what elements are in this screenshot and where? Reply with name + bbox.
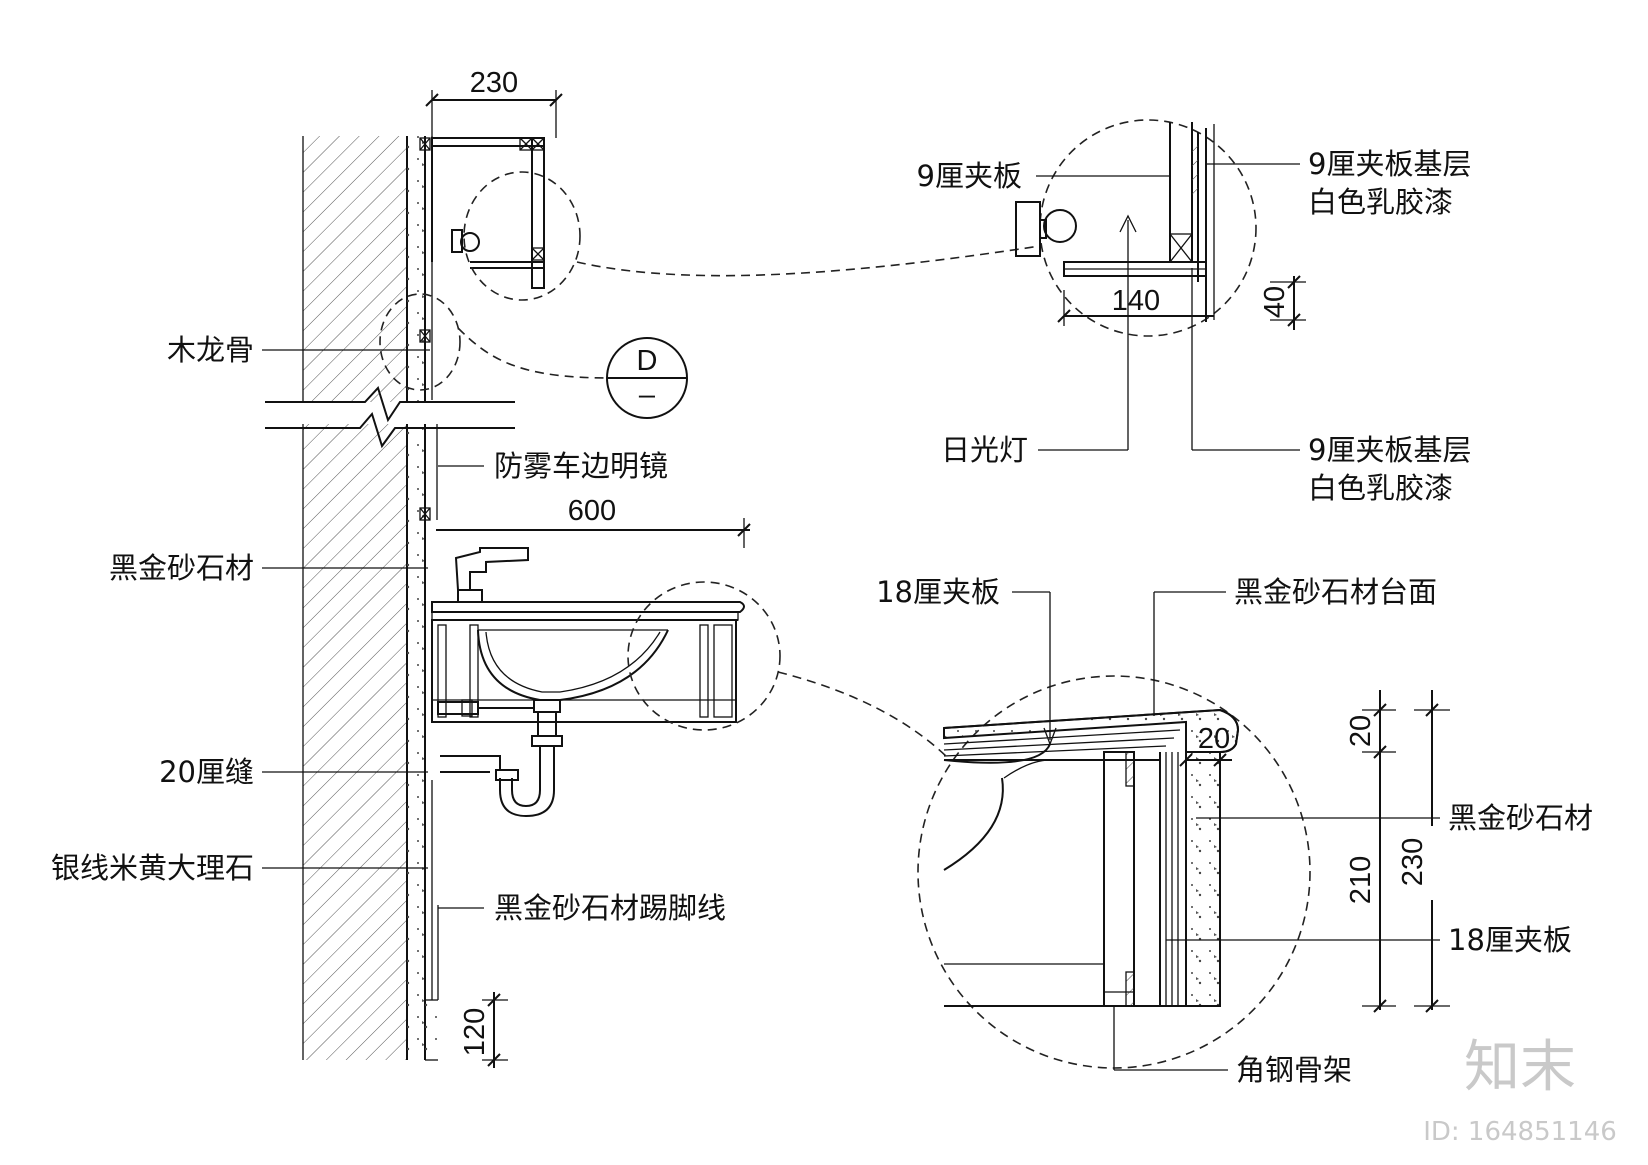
- dim-140-text: 140: [1112, 285, 1160, 317]
- label-base-layer-1b: 白色乳胶漆: [1308, 185, 1453, 219]
- label-stone: 黑金砂石材: [1448, 801, 1593, 835]
- label-black-gold-stone: 黑金砂石材: [109, 551, 254, 585]
- dim-120-text: 120: [459, 1008, 491, 1056]
- dim-40-text: 40: [1259, 286, 1291, 318]
- label-wood-keel: 木龙骨: [167, 333, 254, 367]
- dim-20-edge-text: 20: [1198, 723, 1230, 755]
- detail-callout-top: [463, 171, 581, 301]
- dim-230-vert-text: 230: [1397, 838, 1429, 886]
- label-plywood-18-top: 18厘夹板: [876, 575, 1000, 609]
- vanity: [431, 547, 745, 818]
- wall-section: [265, 136, 515, 1061]
- section-marker-letter: D: [637, 345, 658, 377]
- label-silver-marble: 银线米黄大理石: [51, 851, 254, 885]
- label-base-layer-2b: 白色乳胶漆: [1308, 471, 1453, 505]
- watermark-brand: 知末: [1464, 1035, 1576, 1100]
- detail-callout-counter: [627, 581, 781, 731]
- watermark-id: ID: 164851146: [1423, 1117, 1617, 1147]
- detail-callout-keel: [379, 293, 461, 391]
- dim-210-text: 210: [1345, 856, 1377, 904]
- dim-120: 120: [459, 992, 508, 1068]
- label-fluorescent-lamp: 日光灯: [941, 433, 1028, 467]
- label-base-layer-1a: 9厘夹板基层: [1308, 147, 1471, 181]
- lamp-detail: 9厘夹板 9厘夹板基层 白色乳胶漆 日光灯 9厘夹板基层 白色乳胶漆 140 4…: [917, 119, 1471, 505]
- label-plywood-9: 9厘夹板: [917, 159, 1022, 193]
- label-angle-steel: 角钢骨架: [1236, 1053, 1352, 1087]
- label-antifog-mirror: 防雾车边明镜: [494, 449, 668, 483]
- dim-230-top: 230: [425, 67, 563, 138]
- light-box: [419, 137, 545, 521]
- label-base-layer-2a: 9厘夹板基层: [1308, 433, 1471, 467]
- label-countertop: 黑金砂石材台面: [1234, 575, 1437, 609]
- dim-230-text: 230: [470, 67, 518, 99]
- section-marker-sub: –: [639, 379, 656, 411]
- counter-detail: 18厘夹板 黑金砂石材台面 黑金砂石材 18厘夹板 角钢骨架 20 20 210: [876, 575, 1593, 1087]
- label-plywood-18-side: 18厘夹板: [1448, 923, 1572, 957]
- dim-20-vert-text: 20: [1345, 715, 1377, 747]
- label-gap-20: 20厘缝: [159, 755, 254, 789]
- left-labels: 木龙骨 黑金砂石材 20厘缝 银线米黄大理石 防雾车边明镜 黑金砂石材踢脚线: [51, 333, 726, 925]
- dim-600: 600: [436, 495, 751, 548]
- dim-600-text: 600: [568, 495, 616, 527]
- label-skirting: 黑金砂石材踢脚线: [494, 891, 726, 925]
- section-marker: D –: [606, 337, 688, 419]
